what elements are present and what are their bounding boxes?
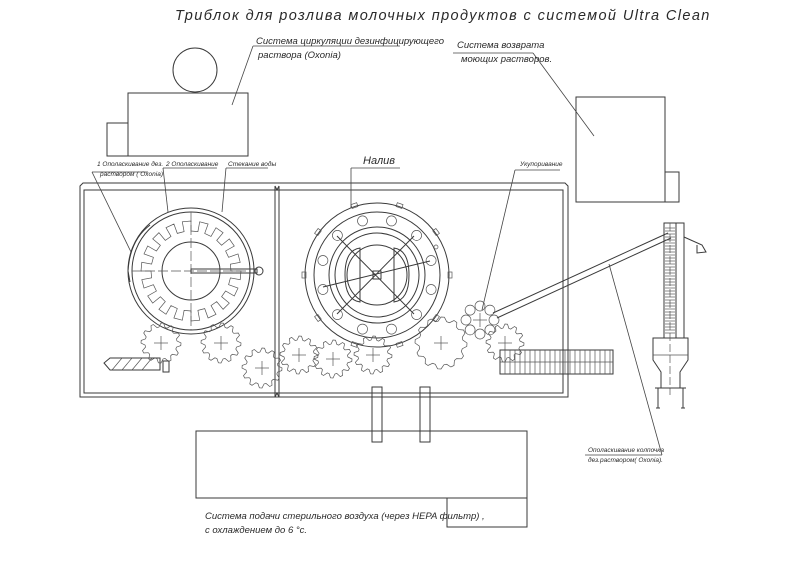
rinse1-label-line2: раствором ( Oxonia) bbox=[99, 171, 163, 178]
return-tank bbox=[575, 96, 680, 203]
rinse2-label: 2 Ополаскивание bbox=[165, 161, 219, 168]
cap-chute bbox=[492, 232, 672, 319]
starwheel-outline bbox=[279, 335, 319, 375]
cap-rinse-callout: Ополаскивание колпочка дез.раствором( Ox… bbox=[585, 263, 664, 464]
starwheel bbox=[279, 335, 319, 375]
capping-head bbox=[488, 314, 500, 326]
filler-lug bbox=[395, 341, 404, 348]
capping-head bbox=[474, 328, 486, 340]
return-callout: Система возврата моющих растворов. bbox=[453, 40, 595, 137]
starwheel-outline bbox=[313, 339, 353, 379]
drain-label: Стекание воды bbox=[228, 160, 276, 168]
return-label-line2: моющих растворов. bbox=[461, 54, 552, 65]
cap-rinse-label-line2: дез.раствором( Oxonia). bbox=[588, 456, 663, 464]
filler-valve bbox=[332, 230, 343, 241]
cap-elevator bbox=[652, 222, 707, 409]
starwheel-outline bbox=[353, 335, 393, 375]
circulation-label-line1: Система циркуляции дезинфицирующего bbox=[256, 36, 444, 47]
circulation-label-line2: раствора (Oxonia) bbox=[257, 50, 341, 61]
capping-head bbox=[460, 314, 472, 326]
starwheel bbox=[353, 335, 393, 375]
filler-valve bbox=[411, 309, 422, 320]
sterile-air-unit: Система подачи стерильного воздуха (чере… bbox=[195, 386, 528, 536]
capping-head bbox=[484, 324, 496, 336]
outfeed-conveyor bbox=[499, 349, 614, 375]
filler-lug bbox=[350, 202, 359, 209]
cap-rinse-label-line1: Ополаскивание колпочка bbox=[588, 447, 664, 454]
diagram-title: Триблок для розлива молочных продуктов с… bbox=[175, 8, 711, 24]
starwheel bbox=[414, 316, 468, 370]
filler-carousel bbox=[301, 202, 453, 348]
air-label-line2: с охлаждением до 6 °с. bbox=[205, 525, 307, 536]
machine-frame bbox=[79, 182, 569, 398]
starwheel-outline bbox=[414, 316, 468, 370]
rinser-carousel bbox=[127, 207, 264, 335]
filler-lug bbox=[432, 313, 440, 322]
starwheel-outline bbox=[140, 322, 182, 364]
starwheel-outline bbox=[200, 322, 242, 364]
starwheel bbox=[200, 322, 242, 364]
starwheel bbox=[140, 322, 182, 364]
filler-valve bbox=[425, 255, 437, 266]
starwheel bbox=[241, 347, 283, 389]
rinse1-label-line1: 1 Ополаскивание дез. bbox=[97, 160, 163, 168]
capper-turret bbox=[460, 300, 500, 340]
capping-callout: Укупоривание bbox=[481, 161, 563, 311]
capping-head bbox=[464, 324, 476, 336]
circulation-tank bbox=[106, 47, 249, 157]
filler-lug bbox=[314, 228, 322, 237]
starwheel bbox=[485, 323, 525, 363]
return-label-line1: Система возврата bbox=[457, 40, 544, 51]
air-label-line1: Система подачи стерильного воздуха (чере… bbox=[205, 511, 485, 522]
filler-valve bbox=[357, 323, 368, 335]
filler-lug bbox=[314, 313, 322, 322]
rinse-callouts: 1 Ополаскивание дез. раствором ( Oxonia)… bbox=[91, 160, 276, 253]
circulation-callout: Система циркуляции дезинфицирующего раст… bbox=[231, 36, 444, 106]
filler-lug bbox=[301, 271, 307, 279]
starwheel bbox=[313, 339, 353, 379]
capping-head bbox=[484, 304, 496, 316]
filler-valve bbox=[317, 255, 329, 266]
filler-valve bbox=[332, 309, 343, 320]
filler-lug bbox=[395, 202, 404, 209]
starwheel-outline bbox=[485, 323, 525, 363]
filler-valve bbox=[425, 284, 437, 295]
starwheel-outline bbox=[241, 347, 283, 389]
capping-head bbox=[464, 304, 476, 316]
filling-callout: Налив bbox=[350, 155, 400, 208]
capping-head bbox=[474, 300, 486, 312]
starwheels bbox=[140, 316, 525, 389]
filler-valve bbox=[386, 215, 397, 227]
filler-valve bbox=[411, 230, 422, 241]
filling-label: Налив bbox=[363, 155, 395, 167]
filler-valve bbox=[386, 323, 397, 335]
filler-lug bbox=[447, 271, 453, 279]
filler-lug bbox=[432, 228, 440, 237]
capping-label: Укупоривание bbox=[519, 161, 563, 168]
filler-valve bbox=[357, 215, 368, 227]
filler-lug bbox=[350, 341, 359, 348]
filler-valve bbox=[317, 284, 329, 295]
bottle-infeed-screw bbox=[103, 357, 170, 373]
